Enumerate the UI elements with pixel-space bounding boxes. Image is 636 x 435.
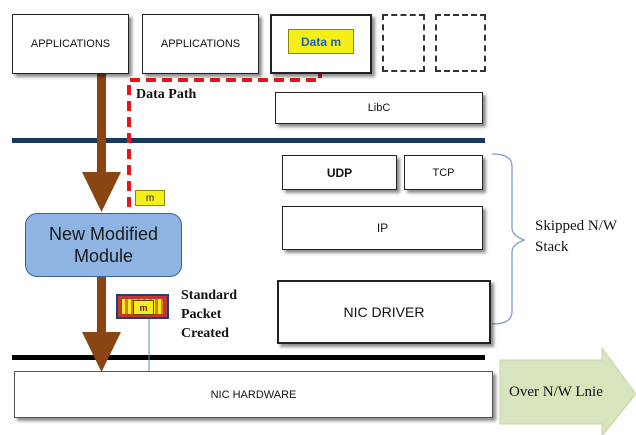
- module-label: New Modified Module: [48, 224, 159, 266]
- nic-hardware-box: NIC HARDWARE: [14, 371, 493, 418]
- applications-box-2: APPLICATIONS: [142, 14, 259, 74]
- skipped-stack-label: Skipped N/W Stack: [535, 218, 617, 255]
- applications-label-2: APPLICATIONS: [160, 38, 241, 50]
- ip-box: IP: [282, 206, 483, 250]
- layer-divider-bottom: [12, 355, 485, 360]
- data-tag-label: Data m: [300, 34, 341, 49]
- new-modified-module: New Modified Module: [25, 213, 182, 277]
- packet-icon-label: m: [139, 302, 148, 313]
- nic-driver-label: NIC DRIVER: [343, 304, 425, 320]
- empty-application-slot-2: [435, 14, 486, 72]
- standard-packet-label: Standard Packet Created: [181, 288, 238, 341]
- layer-divider-top: [12, 138, 485, 143]
- tcp-box: TCP: [404, 155, 483, 190]
- right-arrow-icon: [499, 346, 636, 435]
- packet-icon: m: [116, 294, 169, 319]
- nic-hardware-label: NIC HARDWARE: [210, 388, 297, 401]
- packet-tag-label: m: [145, 192, 155, 204]
- packet-tag: m: [135, 190, 165, 206]
- data-application-box: [270, 14, 372, 74]
- libc-box: LibC: [275, 92, 483, 124]
- nic-driver-box: NIC DRIVER: [277, 280, 491, 344]
- udp-box: UDP: [282, 155, 397, 190]
- ip-label: IP: [376, 221, 389, 235]
- tcp-label: TCP: [432, 166, 455, 179]
- data-tag: Data m: [288, 29, 354, 54]
- curly-brace-icon: [491, 153, 526, 325]
- down-arrow-icon: [82, 277, 121, 372]
- data-path-label: Data Path: [136, 87, 197, 102]
- empty-application-slot-1: [382, 14, 425, 72]
- applications-label-1: APPLICATIONS: [30, 38, 111, 50]
- libc-label: LibC: [367, 102, 391, 114]
- over-line-label: Over N/W Lnie: [509, 384, 603, 400]
- down-arrow-icon: [82, 65, 121, 212]
- applications-box-1: APPLICATIONS: [12, 14, 129, 74]
- udp-label: UDP: [326, 165, 353, 180]
